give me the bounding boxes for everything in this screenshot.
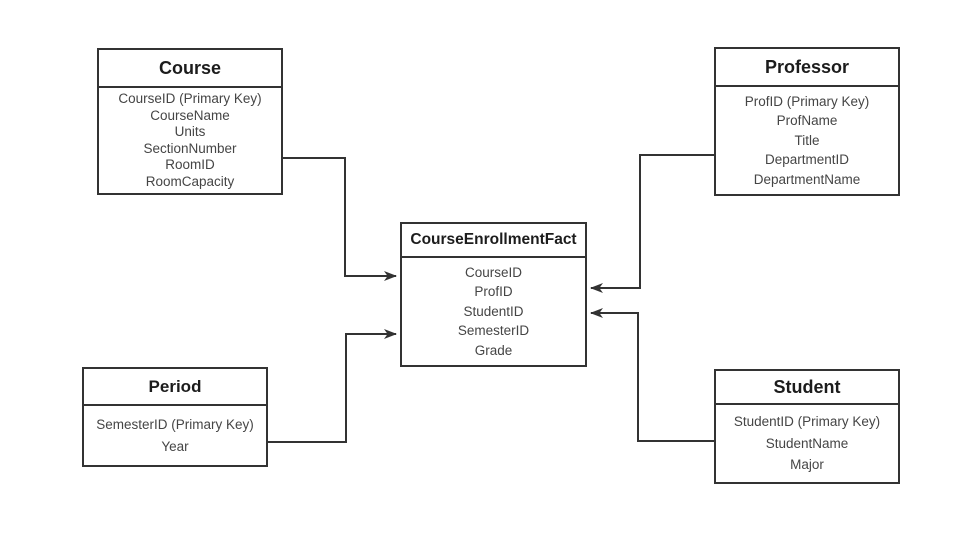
field-course-id: CourseID (Primary Key) — [118, 91, 262, 106]
connector-student-to-fact — [590, 308, 714, 442]
field-fact-prof-id: ProfID — [474, 284, 513, 300]
entity-period: Period SemesterID (Primary Key) Year — [82, 367, 268, 467]
field-student-name: StudentName — [765, 435, 849, 451]
field-prof-department-name: DepartmentName — [753, 171, 861, 187]
connector-course-to-fact — [283, 157, 397, 281]
field-student-id: StudentID (Primary Key) — [733, 414, 881, 430]
field-fact-semester-id: SemesterID — [457, 323, 530, 339]
entity-student-fields: StudentID (Primary Key) StudentName Majo… — [716, 405, 898, 482]
field-course-room-id: RoomID — [165, 157, 215, 172]
field-fact-grade: Grade — [474, 342, 513, 358]
field-course-name: CourseName — [150, 107, 230, 123]
entity-course: Course CourseID (Primary Key) CourseName… — [97, 48, 283, 195]
entity-student: Student StudentID (Primary Key) StudentN… — [714, 369, 900, 484]
entity-fact-title: CourseEnrollmentFact — [402, 224, 585, 258]
field-course-section-number: SectionNumber — [143, 140, 237, 156]
field-period-year: Year — [161, 438, 189, 454]
entity-course-fields: CourseID (Primary Key) CourseName Units … — [99, 88, 281, 193]
field-prof-department-id: DepartmentID — [764, 152, 850, 168]
connector-professor-to-fact — [590, 154, 714, 293]
entity-fact-fields: CourseID ProfID StudentID SemesterID Gra… — [402, 258, 585, 365]
field-fact-course-id: CourseID — [464, 264, 523, 280]
field-course-room-capacity: RoomCapacity — [145, 173, 235, 189]
field-prof-id: ProfID (Primary Key) — [744, 93, 870, 109]
entity-professor: Professor ProfID (Primary Key) ProfName … — [714, 47, 900, 196]
field-prof-name: ProfName — [776, 113, 838, 129]
entity-professor-fields: ProfID (Primary Key) ProfName Title Depa… — [716, 87, 898, 194]
field-fact-student-id: StudentID — [463, 303, 524, 319]
connector-period-to-fact — [268, 329, 397, 443]
field-prof-title: Title — [794, 132, 820, 148]
field-period-semester-id: SemesterID (Primary Key) — [96, 416, 254, 432]
entity-period-title: Period — [84, 369, 266, 406]
entity-course-enrollment-fact: CourseEnrollmentFact CourseID ProfID Stu… — [400, 222, 587, 367]
entity-student-title: Student — [716, 371, 898, 405]
field-student-major: Major — [790, 457, 824, 473]
entity-period-fields: SemesterID (Primary Key) Year — [84, 406, 266, 465]
field-course-units: Units — [174, 124, 206, 139]
entity-course-title: Course — [99, 50, 281, 88]
entity-professor-title: Professor — [716, 49, 898, 87]
